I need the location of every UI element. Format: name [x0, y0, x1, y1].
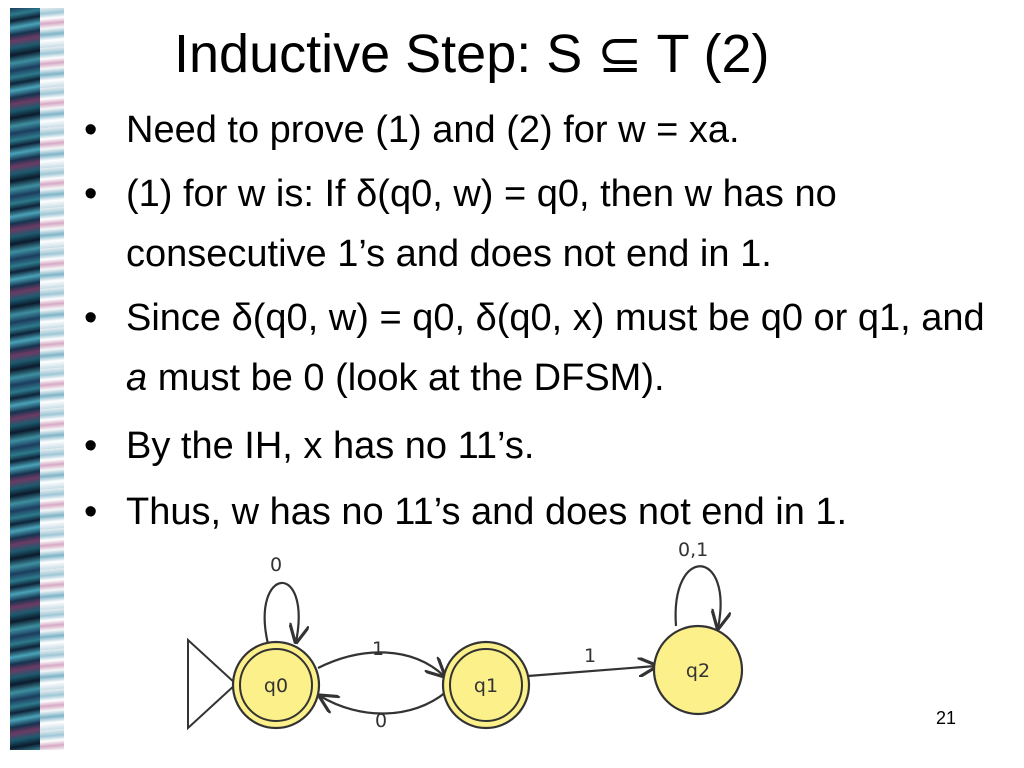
- bullet-text: Need to prove (1) and (2) for w = xa.: [126, 109, 740, 151]
- transition-q0-q0: [263, 581, 299, 644]
- state-label: q2: [686, 660, 710, 682]
- state-q1: q1: [441, 640, 531, 730]
- bullet-text-pre: Since δ(q0, w) = q0, δ(q0, x) must be q0…: [126, 297, 985, 339]
- transition-q2-q2: [674, 565, 721, 628]
- transition-label: 1: [584, 645, 596, 667]
- transition-label: 0: [375, 710, 387, 732]
- bullet-text: (1) for w is: If δ(q0, w) = q0, then w h…: [126, 173, 837, 275]
- transition-label: 0: [270, 554, 282, 576]
- decorative-side-strip: [10, 8, 64, 750]
- bullet-text-post: must be 0 (look at the DFSM).: [147, 357, 665, 399]
- decorative-strip-light: [40, 8, 64, 750]
- transition-label: 1: [372, 638, 384, 660]
- bullet-text-italic: a: [126, 357, 148, 399]
- bullet-item: By the IH, x has no 11’s.: [84, 416, 1014, 476]
- bullet-text: By the IH, x has no 11’s.: [126, 425, 535, 467]
- state-label: q1: [474, 675, 498, 697]
- page-number: 21: [936, 708, 957, 728]
- start-state-marker: [187, 637, 238, 731]
- decorative-strip-dark: [10, 8, 40, 750]
- bullet-text: Thus, w has no 11’s and does not end in …: [126, 491, 848, 533]
- transition-label: 0,1: [678, 539, 708, 561]
- transition-q0-q1: [317, 651, 444, 676]
- bullet-list: Need to prove (1) and (2) for w = xa. (1…: [84, 100, 1014, 546]
- bullet-item: (1) for w is: If δ(q0, w) = q0, then w h…: [84, 164, 1014, 284]
- transition-q1-q0: [320, 691, 447, 715]
- state-label: q0: [264, 675, 288, 697]
- bullet-item: Thus, w has no 11’s and does not end in …: [84, 482, 1014, 542]
- transition-q1-q2: [527, 666, 656, 676]
- bullet-item: Need to prove (1) and (2) for w = xa.: [84, 100, 1014, 160]
- slide-title: Inductive Step: S ⊆ T (2): [174, 24, 770, 84]
- state-q0: q0: [231, 640, 321, 730]
- state-q2: q2: [652, 624, 744, 716]
- bullet-item: Since δ(q0, w) = q0, δ(q0, x) must be q0…: [84, 288, 1014, 408]
